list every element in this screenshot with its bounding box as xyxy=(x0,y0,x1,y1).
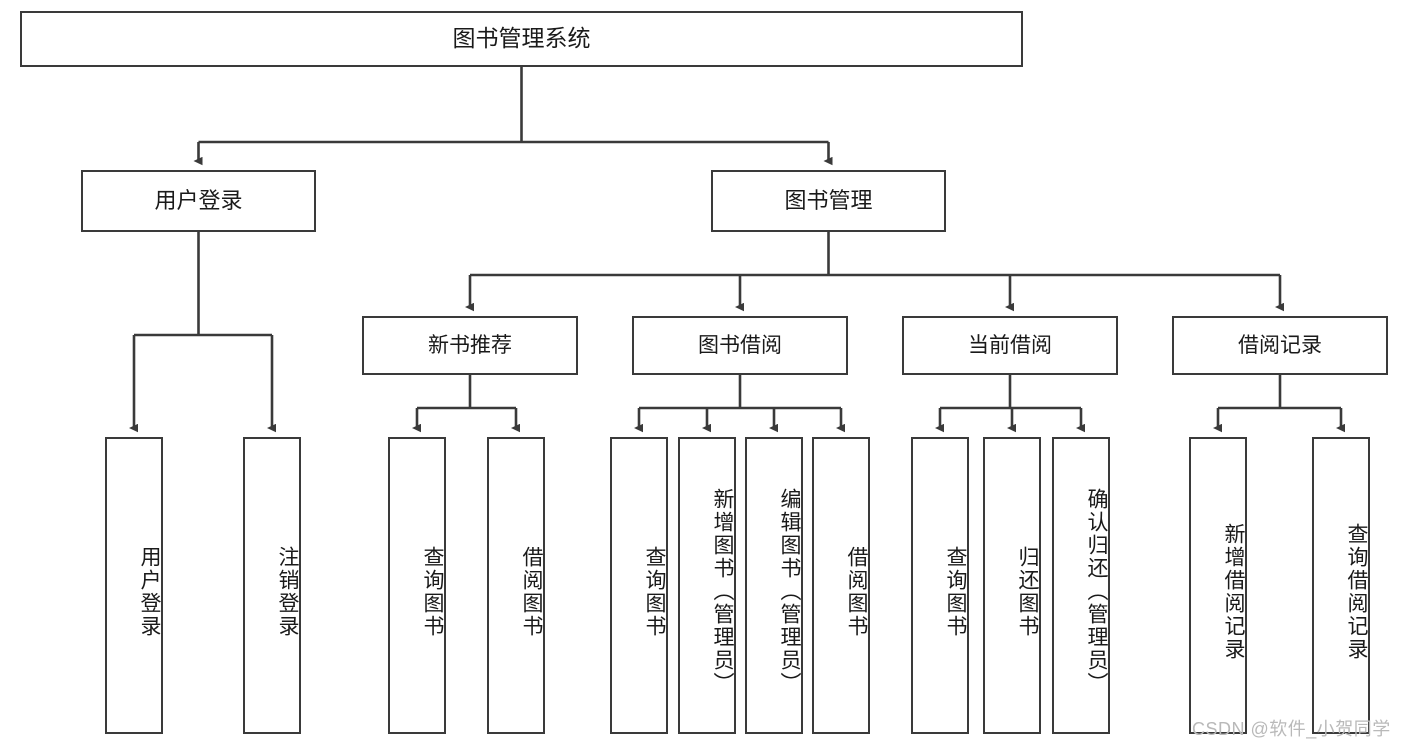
node-root-图书管理系统[interactable]: 图书管理系统 xyxy=(20,11,1023,67)
node-level2-3[interactable]: 借阅记录 xyxy=(1172,316,1388,375)
node-label: 查询图书 xyxy=(421,545,444,638)
node-leaf-4[interactable]: 查询图书 xyxy=(610,437,668,734)
node-leaf-5[interactable]: 新增图书（管理员） xyxy=(678,437,736,734)
node-label: 当前借阅 xyxy=(968,333,1052,357)
node-label: 新增借阅记录 xyxy=(1222,522,1245,661)
node-label: 用户登录 xyxy=(138,545,161,638)
node-leaf-2[interactable]: 查询图书 xyxy=(388,437,446,734)
node-leaf-3[interactable]: 借阅图书 xyxy=(487,437,545,734)
node-label: 借阅图书 xyxy=(845,545,868,638)
node-level2-2[interactable]: 当前借阅 xyxy=(902,316,1118,375)
node-level2-1[interactable]: 图书借阅 xyxy=(632,316,848,375)
node-label: 编辑图书（管理员） xyxy=(778,488,801,695)
node-label: 归还图书 xyxy=(1016,545,1039,638)
node-level2-0[interactable]: 新书推荐 xyxy=(362,316,578,375)
node-label: 查询图书 xyxy=(643,545,666,638)
node-label: 借阅记录 xyxy=(1238,333,1322,357)
node-leaf-6[interactable]: 编辑图书（管理员） xyxy=(745,437,803,734)
node-leaf-1[interactable]: 注销登录 xyxy=(243,437,301,734)
node-leaf-11[interactable]: 新增借阅记录 xyxy=(1189,437,1247,734)
node-level1-1[interactable]: 图书管理 xyxy=(711,170,946,232)
node-leaf-0[interactable]: 用户登录 xyxy=(105,437,163,734)
node-leaf-9[interactable]: 归还图书 xyxy=(983,437,1041,734)
node-label: 查询图书 xyxy=(944,545,967,638)
node-label: 图书管理 xyxy=(784,187,873,213)
node-label: 用户登录 xyxy=(154,187,243,213)
node-level1-0[interactable]: 用户登录 xyxy=(81,170,316,232)
node-label: 查询借阅记录 xyxy=(1345,522,1368,661)
node-leaf-12[interactable]: 查询借阅记录 xyxy=(1312,437,1370,734)
node-label: 确认归还（管理员） xyxy=(1085,488,1108,695)
node-label: 新书推荐 xyxy=(428,333,512,357)
node-leaf-7[interactable]: 借阅图书 xyxy=(812,437,870,734)
node-label: 注销登录 xyxy=(276,545,299,638)
node-label: 图书管理系统 xyxy=(452,25,591,52)
node-leaf-8[interactable]: 查询图书 xyxy=(911,437,969,734)
node-leaf-10[interactable]: 确认归还（管理员） xyxy=(1052,437,1110,734)
node-label: 图书借阅 xyxy=(698,333,782,357)
csdn-watermark: CSDN @软件_小贺同学 xyxy=(1192,719,1391,739)
node-label: 新增图书（管理员） xyxy=(711,488,734,695)
node-label: 借阅图书 xyxy=(520,545,543,638)
